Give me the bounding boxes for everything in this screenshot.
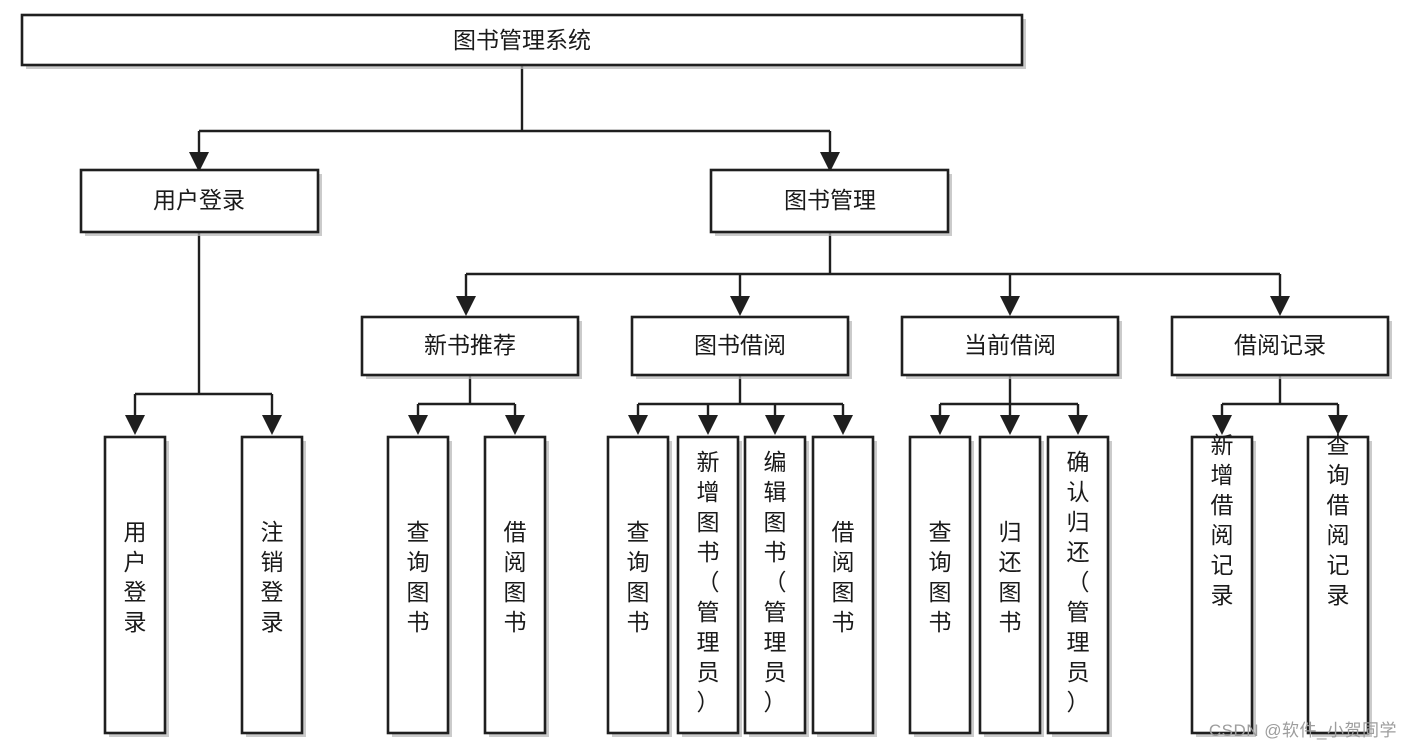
leaf-add-record-box [1190,435,1254,735]
borrow-record-box [1170,315,1390,377]
connector-book-management-bus [464,233,1282,298]
node-book-management[interactable]: 图书管理 [709,168,952,236]
node-leaf-edit-book[interactable]: 编辑图书（管理员） [743,435,809,737]
book-borrow-label: 图书借阅 [694,332,786,358]
arrow-to-leaf-query-book-2 [628,415,648,435]
node-new-book-recommend[interactable]: 新书推荐 [360,315,582,379]
user-login-label: 用户登录 [153,187,245,213]
arrow-to-current-borrow [1000,296,1020,316]
node-leaf-query-book-3[interactable]: 查询图书 [908,435,974,737]
leaf-query-record-label: 查询借阅记录 [1327,432,1350,608]
connectors-group [125,66,1348,435]
leaf-return-book-label: 归还图书 [999,519,1022,635]
leaf-edit-book-label: 编辑图书（管理员） [764,449,787,715]
arrow-to-borrow-record [1270,296,1290,316]
arrow-to-leaf-logout-login [262,415,282,435]
node-leaf-logout-login[interactable]: 注销登录 [240,435,306,737]
arrow-to-book-borrow [730,296,750,316]
arrow-to-new-book-recommend [456,296,476,316]
leaf-return-book-box [978,435,1042,735]
node-leaf-user-login[interactable]: 用户登录 [103,435,169,737]
leaf-logout-login-box [240,435,304,735]
current-borrow-box [900,315,1120,377]
leaf-query-book-2-box [606,435,670,735]
connector-current-borrow-bus [938,376,1080,417]
arrow-to-book-management [820,152,840,172]
node-leaf-query-book-2[interactable]: 查询图书 [606,435,672,737]
arrow-to-leaf-confirm-return [1068,415,1088,435]
node-leaf-borrow-book-2[interactable]: 借阅图书 [811,435,877,737]
leaf-confirm-return-box [1046,435,1110,735]
node-leaf-query-book-1[interactable]: 查询图书 [386,435,452,737]
arrow-to-leaf-add-book [698,415,718,435]
arrow-to-leaf-query-book-1 [408,415,428,435]
csdn-watermark: CSDN @软件_小贺同学 [1208,721,1397,740]
node-leaf-add-book[interactable]: 新增图书（管理员） [676,435,742,737]
arrow-to-leaf-borrow-book-2 [833,415,853,435]
connector-root-bus [197,66,832,154]
root-label: 图书管理系统 [453,27,591,53]
node-leaf-return-book[interactable]: 归还图书 [978,435,1044,737]
leaf-query-book-3-label: 查询图书 [929,519,952,635]
root-box [20,13,1024,67]
connector-borrow-record-bus [1220,376,1340,417]
book-management-label: 图书管理 [784,187,876,213]
arrow-to-leaf-edit-book [765,415,785,435]
node-user-login[interactable]: 用户登录 [79,168,322,236]
leaf-query-book-2-label: 查询图书 [627,519,650,635]
node-borrow-record[interactable]: 借阅记录 [1170,315,1392,379]
leaf-query-book-1-box [386,435,450,735]
connector-book-borrow-bus [636,376,845,417]
arrow-to-leaf-return-book [1000,415,1020,435]
user-login-box [79,168,320,234]
connector-new-book-recommend-bus [416,376,517,417]
arrow-to-leaf-query-book-3 [930,415,950,435]
node-leaf-confirm-return[interactable]: 确认归还（管理员） [1046,435,1112,737]
node-leaf-add-record[interactable]: 新增借阅记录 [1190,432,1256,737]
leaf-logout-login-label: 注销登录 [261,519,284,635]
new-book-recommend-box [360,315,580,377]
leaf-query-book-3-box [908,435,972,735]
leaf-user-login-box [103,435,167,735]
arrow-to-leaf-add-record [1212,415,1232,435]
leaf-confirm-return-label: 确认归还（管理员） [1067,449,1090,715]
borrow-record-label: 借阅记录 [1234,332,1326,358]
leaf-add-book-label: 新增图书（管理员） [697,449,720,715]
leaf-borrow-book-2-label: 借阅图书 [832,519,855,635]
leaf-borrow-book-1-label: 借阅图书 [504,519,527,635]
node-leaf-borrow-book-1[interactable]: 借阅图书 [483,435,549,737]
node-root[interactable]: 图书管理系统 [20,13,1026,69]
arrow-to-leaf-user-login [125,415,145,435]
leaf-borrow-book-1-box [483,435,547,735]
arrow-to-leaf-query-record [1328,415,1348,435]
leaf-query-record-box [1306,435,1370,735]
leaf-add-record-label: 新增借阅记录 [1211,432,1234,608]
connector-user-login-bus [133,233,274,417]
new-book-recommend-label: 新书推荐 [424,332,516,358]
book-management-box [709,168,950,234]
arrow-to-leaf-borrow-book-1 [505,415,525,435]
leaf-user-login-label: 用户登录 [124,519,147,635]
leaf-borrow-book-2-box [811,435,875,735]
node-book-borrow[interactable]: 图书借阅 [630,315,852,379]
node-leaf-query-record[interactable]: 查询借阅记录 [1306,432,1372,737]
leaf-add-book-box [676,435,740,735]
node-current-borrow[interactable]: 当前借阅 [900,315,1122,379]
leaf-query-book-1-label: 查询图书 [407,519,430,635]
arrow-to-user-login [189,152,209,172]
leaf-edit-book-box [743,435,807,735]
book-borrow-box [630,315,850,377]
current-borrow-label: 当前借阅 [964,332,1056,358]
